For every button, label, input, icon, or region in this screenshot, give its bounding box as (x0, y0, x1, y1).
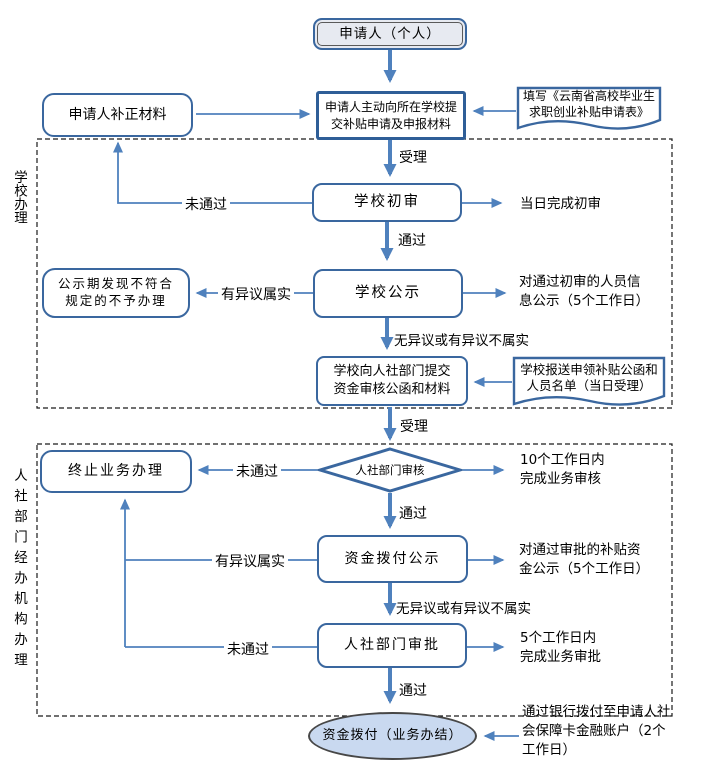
decision-diamond-shape (317, 447, 463, 493)
node-report-banner: 学校报送申领补贴公函和人员名单（当日受理） (512, 356, 666, 410)
note-review-10days: 10个工作日内 完成业务审核 (520, 452, 605, 487)
edge-label-fail-2: 未通过 (233, 461, 281, 481)
phase-label-school: 学校办理 (11, 170, 27, 224)
node-school-publicity: 学校公示 (313, 269, 463, 318)
node-fund-publicity: 资金拨付公示 (317, 535, 468, 583)
flow-arrows-thick (380, 50, 397, 704)
edge-label-accept-2: 受理 (400, 419, 428, 435)
edge-label-objection-1: 有异议属实 (218, 284, 294, 304)
node-correct-materials: 申请人补正材料 (42, 93, 193, 137)
decision-label: 人社部门审核 (355, 462, 425, 477)
note-fund-publicity-5days: 对通过审批的补贴资 金公示（5个工作日） (519, 542, 650, 577)
note-same-day-review: 当日完成初审 (520, 196, 601, 212)
edge-label-no-objection-2: 无异议或有异议不属实 (396, 601, 531, 617)
school-phase-border (36, 138, 673, 409)
edge-label-pass-3: 通过 (399, 683, 427, 699)
note-approval-5days: 5个工作日内 完成业务审批 (520, 630, 601, 665)
edge-label-objection-2: 有异议属实 (212, 551, 288, 571)
wave-banner-shape (516, 86, 662, 130)
node-reject-notice: 公示期发现不符合规定的不予办理 (42, 268, 190, 318)
node-applicant-start: 申请人（个人） (313, 18, 467, 50)
node-terminate: 终止业务办理 (40, 450, 192, 493)
edge-label-accept-1: 受理 (399, 150, 427, 166)
report-banner-label: 学校报送申领补贴公函和人员名单（当日受理） (520, 361, 658, 393)
phase-label-hr: 人社部门经办机构办理 (11, 468, 27, 673)
edge-label-no-objection-1: 无异议或有异议不属实 (394, 333, 529, 349)
node-school-submit-to-hr: 学校向人社部门提交资金审核公函和材料 (316, 356, 468, 406)
node-fund-payment-end: 资金拨付（业务办结） (308, 712, 477, 760)
wave-banner-shape (512, 356, 666, 406)
note-bank-payment: 通过银行拨付至申请人社 会保障卡金融账户（2个 工作日） (522, 704, 671, 758)
edge-label-pass-1: 通过 (398, 233, 426, 249)
form-banner-label: 填写《云南省高校毕业生求职创业补贴申请表》 (522, 89, 655, 119)
node-school-first-review: 学校初审 (312, 183, 462, 222)
node-form-banner: 填写《云南省高校毕业生求职创业补贴申请表》 (516, 86, 662, 134)
edge-label-fail-3: 未通过 (224, 639, 272, 659)
node-hr-approval: 人社部门审批 (317, 623, 467, 668)
note-publicity-5days: 对通过初审的人员信 息公示（5个工作日） (519, 274, 650, 309)
edge-label-pass-2: 通过 (399, 506, 427, 522)
node-submit-application: 申请人主动向所在学校提交补贴申请及申报材料 (316, 91, 466, 140)
edge-label-fail-1: 未通过 (182, 194, 230, 214)
node-hr-review-decision: 人社部门审核 (317, 447, 463, 493)
